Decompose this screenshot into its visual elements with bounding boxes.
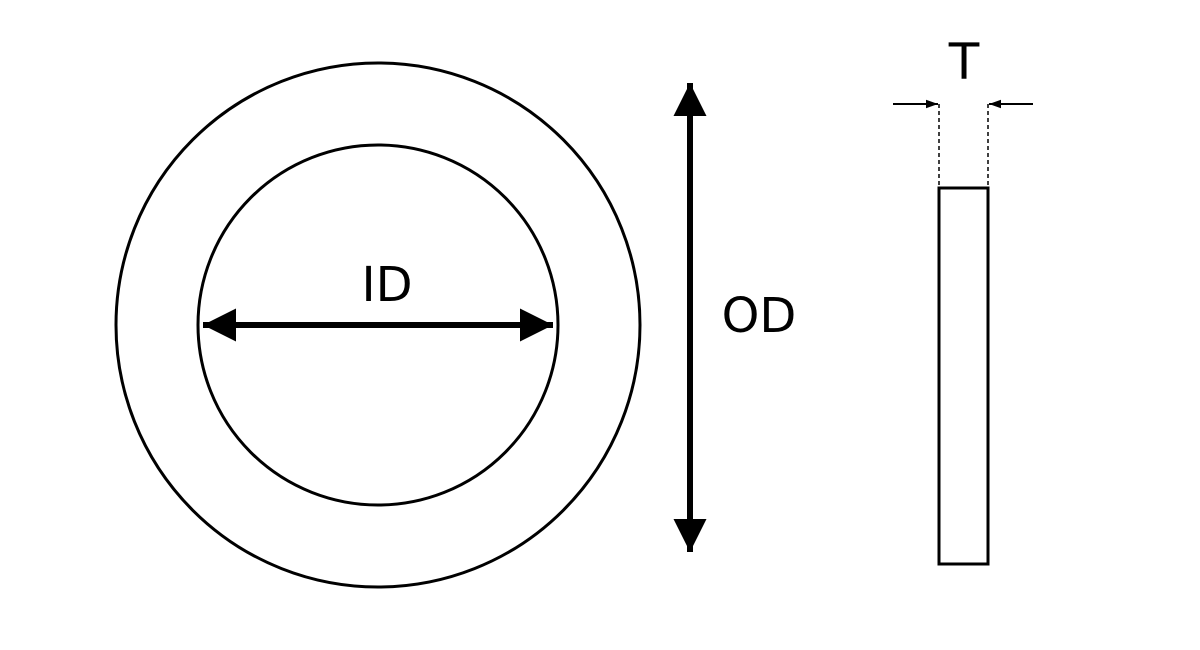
washer-side-view [937, 186, 990, 566]
inner-diameter-dimension: ID [203, 257, 553, 342]
id-label: ID [361, 257, 412, 313]
inner-circle [196, 143, 560, 507]
washer-side-profile [937, 186, 990, 566]
thickness-label: T [948, 33, 980, 91]
thickness-dimension: T [893, 33, 1033, 188]
washer-front-view [114, 61, 642, 589]
od-label: OD [722, 288, 797, 344]
outer-circle [114, 61, 642, 589]
outer-diameter-dimension: OD [673, 83, 797, 552]
